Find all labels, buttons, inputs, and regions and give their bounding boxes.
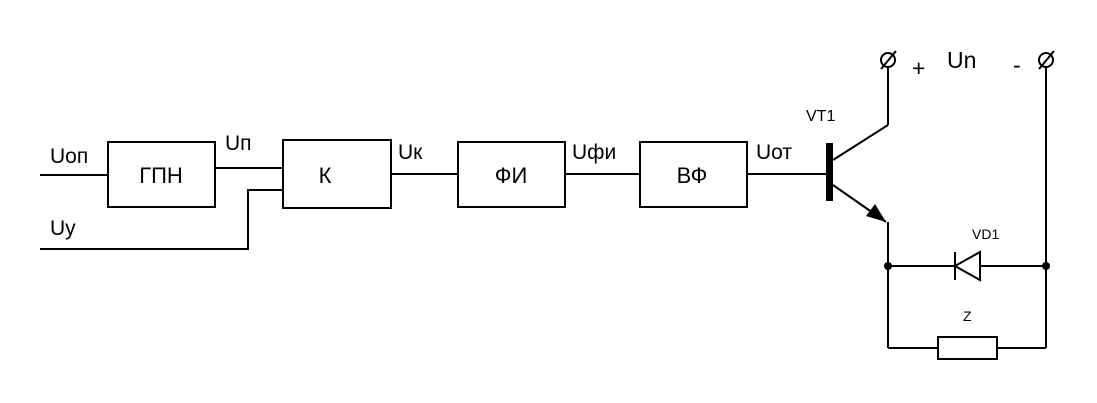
label-u-k: Uк [398,141,423,164]
label-vt1: VT1 [806,108,835,125]
block-gpn [107,141,216,208]
label-u-y: Uу [50,217,76,240]
terminal-plus [880,50,897,70]
block-gpn-label: ГПН [139,163,183,188]
label-plus: + [912,55,925,81]
transistor-vt1 [826,124,889,223]
label-u-op: Uоп [50,145,88,168]
transistor-collector [832,124,889,161]
label-supply: Un [947,47,976,73]
label-vd1: VD1 [972,226,999,242]
block-fi [457,141,566,208]
junction-right [1042,262,1050,270]
block-vf [639,141,748,208]
label-u-p: Uп [225,132,252,155]
junction-left [884,262,892,270]
label-minus: - [1013,52,1021,78]
block-fi-label: ФИ [495,163,528,188]
block-k [282,139,392,209]
diode-vd1 [952,250,981,282]
transistor-emitter-arrow [866,204,886,222]
label-z: Z [963,308,972,324]
load-z [937,336,998,360]
block-k-label: К [319,163,332,188]
transistor-base-bar [826,143,833,201]
label-u-ot: Uот [756,141,792,164]
block-vf-label: ВФ [677,163,708,188]
wire-input-uy [40,189,283,250]
label-u-fi: Uфи [572,141,616,164]
terminal-minus [1038,50,1055,70]
